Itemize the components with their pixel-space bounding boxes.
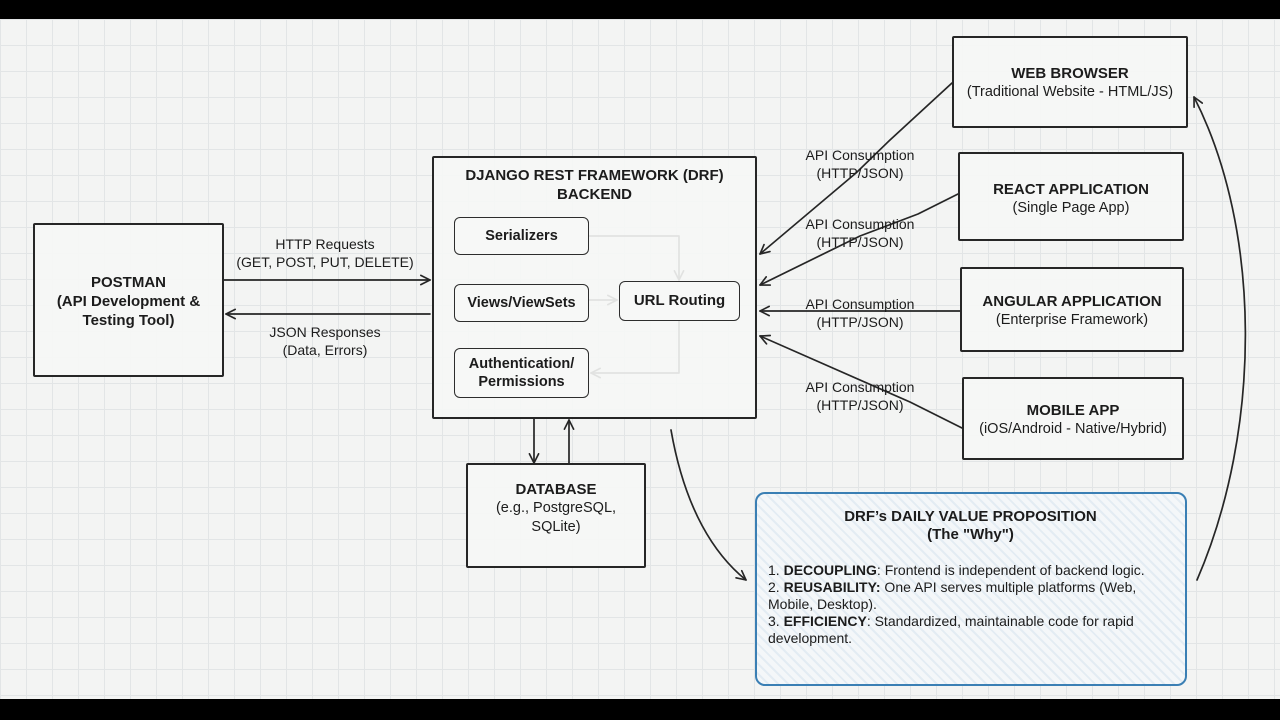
value-proposition-box: DRF’s DAILY VALUE PROPOSITION (The "Why"…: [755, 492, 1187, 686]
api-consumption-label: API Consumption (HTTP/JSON): [805, 147, 915, 181]
mobile-app-box: MOBILE APP (iOS/Android - Native/Hybrid): [962, 377, 1184, 460]
api-consumption-label: API Consumption (HTTP/JSON): [805, 216, 915, 250]
client-title: REACT APPLICATION: [993, 181, 1149, 198]
http-requests-label: HTTP Requests (GET, POST, PUT, DELETE): [236, 236, 414, 270]
angular-app-box: ANGULAR APPLICATION (Enterprise Framewor…: [960, 267, 1184, 352]
value-item-reusability: 2. REUSABILITY: One API serves multiple …: [768, 579, 1137, 612]
value-item-efficiency: 3. EFFICIENCY: Standardized, maintainabl…: [768, 613, 1134, 646]
client-title: MOBILE APP: [1026, 402, 1120, 419]
postman-box: POSTMAN (API Development & Testing Tool): [33, 223, 224, 377]
client-subtitle: (Single Page App): [1012, 200, 1130, 216]
web-browser-box: WEB BROWSER (Traditional Website - HTML/…: [952, 36, 1188, 128]
client-subtitle: (iOS/Android - Native/Hybrid): [979, 421, 1167, 437]
auth-permissions-box: Authentication/ Permissions: [454, 348, 589, 398]
database-box: DATABASE (e.g., PostgreSQL, SQLite): [466, 463, 646, 568]
value-item-decoupling: 1. DECOUPLING: Frontend is independent o…: [768, 562, 1145, 578]
api-consumption-label: API Consumption (HTTP/JSON): [805, 296, 915, 330]
client-title: ANGULAR APPLICATION: [982, 293, 1162, 310]
react-app-box: REACT APPLICATION (Single Page App): [958, 152, 1184, 241]
react-connector: [759, 193, 959, 286]
diagram-canvas: POSTMAN (API Development & Testing Tool)…: [0, 19, 1280, 699]
json-responses-label: JSON Responses (Data, Errors): [269, 324, 381, 358]
postman-subtitle-line1: (API Development &: [56, 293, 201, 310]
drf-title-line1: DJANGO REST FRAMEWORK (DRF): [465, 167, 724, 184]
drf-title-line2: BACKEND: [557, 186, 632, 203]
value-to-browser-curve: [1193, 96, 1247, 581]
url-routing-box: URL Routing: [619, 281, 740, 321]
drf-to-value-curve: [670, 429, 747, 581]
value-proposition-title: DRF’s DAILY VALUE PROPOSITION (The "Why"…: [844, 508, 1097, 543]
client-subtitle: (Traditional Website - HTML/JS): [966, 84, 1174, 100]
postman-subtitle-line2: Testing Tool): [82, 312, 175, 329]
views-viewsets-box: Views/ViewSets: [454, 284, 589, 322]
client-subtitle: (Enterprise Framework): [995, 312, 1149, 328]
api-consumption-label: API Consumption (HTTP/JSON): [805, 379, 915, 413]
database-title: DATABASE: [515, 481, 597, 498]
serializers-box: Serializers: [454, 217, 589, 255]
postman-title: POSTMAN: [91, 274, 166, 291]
client-title: WEB BROWSER: [1011, 65, 1129, 82]
web-browser-connector: [759, 82, 953, 255]
mobile-connector: [759, 334, 963, 429]
